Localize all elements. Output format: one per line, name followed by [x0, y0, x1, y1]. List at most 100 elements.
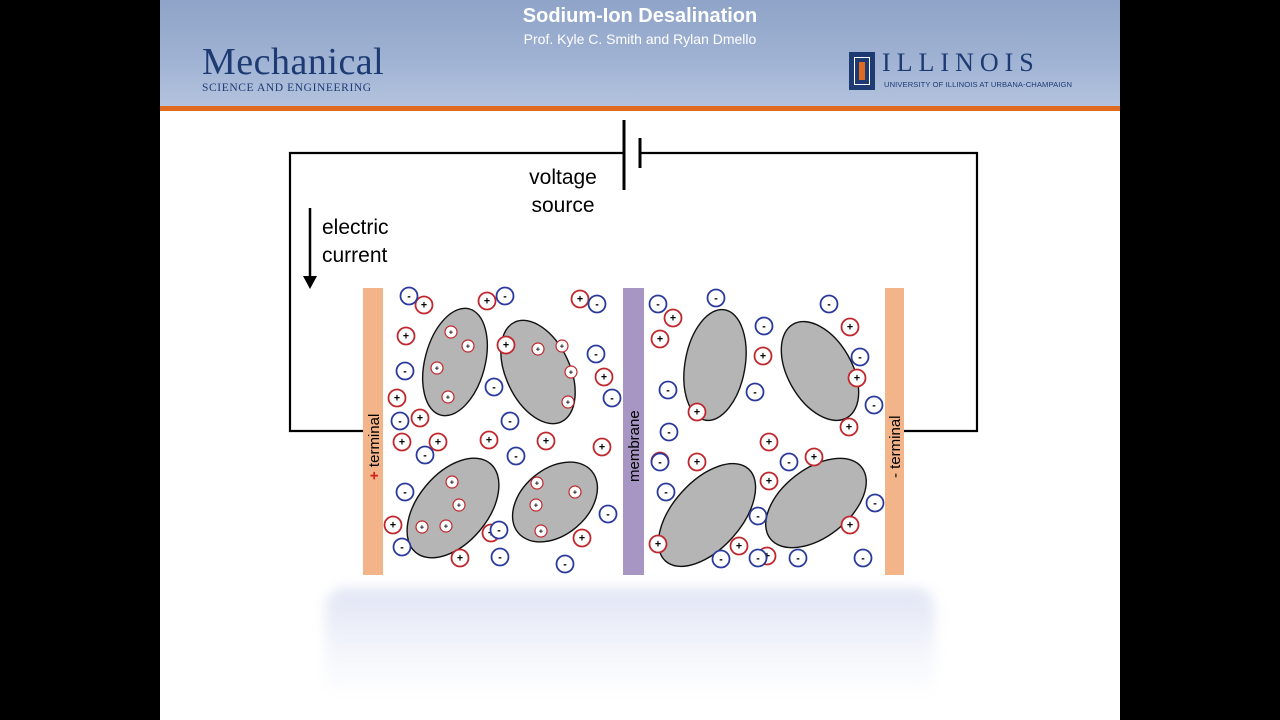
svg-text:+: +: [569, 368, 574, 377]
svg-text:+: +: [847, 322, 853, 334]
membrane-label: membrane: [626, 410, 643, 482]
svg-text:+: +: [466, 342, 471, 351]
svg-text:-: -: [872, 400, 876, 412]
svg-text:-: -: [873, 498, 877, 510]
svg-text:-: -: [398, 416, 402, 428]
svg-text:+: +: [670, 313, 676, 325]
svg-text:+: +: [420, 523, 425, 532]
cation: +: [387, 388, 407, 408]
anion: -: [748, 548, 768, 568]
anion: -: [506, 446, 526, 466]
anion: -: [819, 294, 839, 314]
cation: +: [428, 432, 448, 452]
anion: -: [395, 482, 415, 502]
svg-text:+: +: [394, 393, 400, 405]
svg-text:+: +: [435, 437, 441, 449]
cation: +: [687, 452, 707, 472]
cation: +: [430, 361, 444, 375]
svg-text:-: -: [714, 293, 718, 305]
svg-text:+: +: [601, 372, 607, 384]
svg-text:-: -: [787, 457, 791, 469]
anion: -: [648, 294, 668, 314]
svg-text:-: -: [858, 352, 862, 364]
university-logo-name: ILLINOIS: [882, 48, 1040, 77]
cation: +: [439, 519, 453, 533]
anion: -: [779, 452, 799, 472]
ions: ++++++++++++++++++++++++++++++++++++++++…: [383, 286, 885, 574]
cation: +: [592, 437, 612, 457]
electric-current-label-line2: current: [322, 244, 388, 267]
header-rule: [160, 106, 1120, 111]
circuit-wire-left: [288, 151, 624, 433]
anion: -: [711, 549, 731, 569]
svg-text:-: -: [403, 487, 407, 499]
cation: +: [759, 432, 779, 452]
university-logo-sub: UNIVERSITY OF ILLINOIS AT URBANA-CHAMPAI…: [884, 80, 1073, 89]
cation: +: [753, 346, 773, 366]
anion: -: [500, 411, 520, 431]
svg-text:-: -: [403, 366, 407, 378]
anion: -: [495, 286, 515, 306]
cation: +: [648, 534, 668, 554]
cation: +: [452, 498, 466, 512]
anion: -: [748, 506, 768, 526]
anion: -: [390, 411, 410, 431]
svg-text:+: +: [403, 331, 409, 343]
anion: -: [399, 286, 419, 306]
cation: +: [839, 417, 859, 437]
svg-text:-: -: [497, 525, 501, 537]
svg-text:-: -: [667, 427, 671, 439]
anion: -: [490, 547, 510, 567]
svg-text:-: -: [400, 542, 404, 554]
svg-text:+: +: [417, 413, 423, 425]
anion: -: [865, 493, 885, 513]
svg-text:-: -: [595, 299, 599, 311]
svg-text:+: +: [657, 334, 663, 346]
cation: +: [536, 431, 556, 451]
electrode-particle: [406, 457, 500, 559]
svg-text:+: +: [446, 393, 451, 402]
anion: -: [602, 388, 622, 408]
anion: -: [587, 294, 607, 314]
svg-text:+: +: [766, 437, 772, 449]
svg-text:+: +: [390, 520, 396, 532]
svg-text:+: +: [536, 345, 541, 354]
svg-text:+: +: [444, 522, 449, 531]
cation: +: [445, 475, 459, 489]
circuit-wire-right: [640, 151, 979, 433]
svg-text:-: -: [756, 511, 760, 523]
electrode-particle: [657, 462, 757, 568]
anion: -: [706, 288, 726, 308]
anion: -: [489, 520, 509, 540]
anion: -: [395, 361, 415, 381]
cation: +: [392, 432, 412, 452]
anion: -: [650, 452, 670, 472]
cation: +: [650, 329, 670, 349]
svg-text:+: +: [811, 452, 817, 464]
slide-title: Sodium-Ion Desalination: [522, 5, 758, 27]
cation: +: [461, 339, 475, 353]
cation: +: [663, 308, 683, 328]
svg-text:-: -: [753, 387, 757, 399]
anion: -: [392, 537, 412, 557]
cation: +: [687, 402, 707, 422]
electrode-particle: [422, 307, 488, 417]
svg-text:+: +: [543, 436, 549, 448]
electrode-particle: [683, 308, 747, 422]
svg-text:+: +: [694, 457, 700, 469]
svg-text:+: +: [566, 398, 571, 407]
svg-text:+: +: [655, 539, 661, 551]
diagram-reflection: [325, 588, 935, 698]
svg-text:+: +: [457, 553, 463, 565]
cation: +: [729, 536, 749, 556]
svg-text:+: +: [599, 442, 605, 454]
positive-terminal-sign: +: [366, 471, 383, 480]
svg-text:-: -: [514, 451, 518, 463]
anion: -: [555, 554, 575, 574]
svg-text:-: -: [656, 299, 660, 311]
svg-text:+: +: [435, 364, 440, 373]
svg-text:-: -: [563, 559, 567, 571]
positive-terminal-label: + terminal: [366, 414, 383, 480]
department-logo-main: Mechanical: [202, 41, 385, 83]
cation: +: [568, 485, 582, 499]
